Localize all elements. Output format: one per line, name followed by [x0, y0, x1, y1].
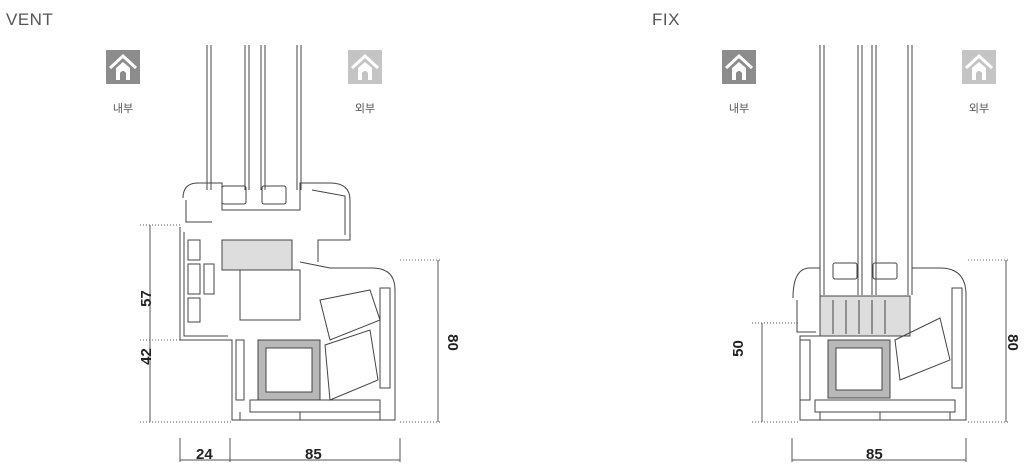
house-outside-icon	[348, 50, 382, 84]
fix-dim-50: 50	[729, 340, 747, 357]
fix-inside-label: 내부	[728, 102, 750, 115]
house-inside-icon	[106, 50, 140, 84]
vent-dim-42: 42	[137, 348, 155, 365]
vent-dim-24: 24	[196, 446, 213, 463]
fix-dim-80: 80	[1003, 334, 1021, 351]
vent-dim-57: 57	[137, 290, 155, 307]
vent-title: VENT	[6, 10, 54, 29]
house-outside-icon	[962, 50, 996, 84]
fix-dim-85: 85	[866, 446, 883, 463]
fix-outside-label: 외부	[968, 102, 990, 115]
vent-dim-85: 85	[305, 446, 322, 463]
house-inside-icon	[722, 50, 756, 84]
vent-inside-label: 내부	[112, 102, 134, 115]
fix-title: FIX	[652, 10, 680, 29]
vent-dim-80: 80	[443, 334, 461, 351]
vent-outside-label: 외부	[354, 102, 376, 115]
